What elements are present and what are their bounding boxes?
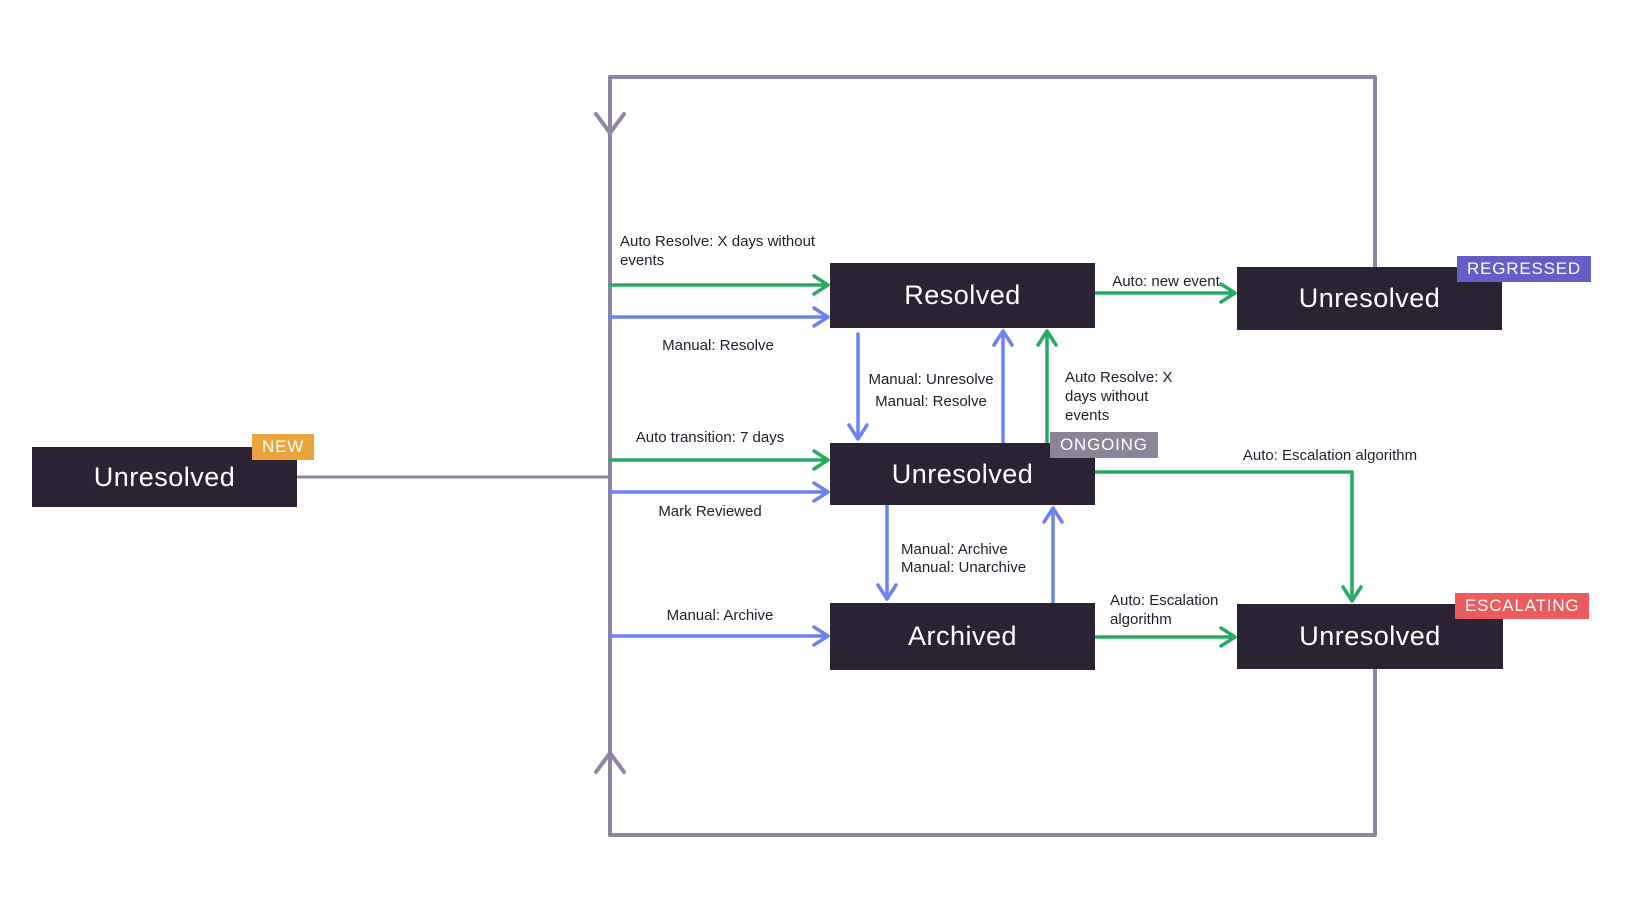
loop-down-chevron <box>594 112 626 135</box>
node-archived-label: Archived <box>907 621 1018 651</box>
node-unresolved-new-label: Unresolved <box>93 461 236 492</box>
badge-new: NEW <box>252 434 315 460</box>
label-auto-resolve-from-ongoing: Auto Resolve: X days without events <box>1065 369 1173 424</box>
label-manual-unresolve: Manual: Unresolve <box>868 371 994 388</box>
label-manual-resolve-to-resolved: Manual: Resolve <box>662 337 774 354</box>
badge-ongoing: ONGOING <box>1050 432 1158 458</box>
edge-auto-escalation-from-ongoing <box>1093 470 1363 603</box>
node-resolved: Resolved <box>830 263 1095 328</box>
badge-regressed: REGRESSED <box>1457 256 1591 282</box>
label-auto-transition: Auto transition: 7 days <box>635 429 785 446</box>
label-manual-unarchive: Manual: Unarchive <box>901 559 1027 576</box>
node-archived: Archived <box>830 603 1095 670</box>
node-unresolved-new: Unresolved <box>32 447 297 507</box>
node-unresolved-regressed-label: Unresolved <box>1298 283 1441 313</box>
label-manual-archive-mid: Manual: Archive <box>901 541 1008 558</box>
loop-line <box>608 75 1377 837</box>
label-mark-reviewed: Mark Reviewed <box>658 503 762 520</box>
label-manual-resolve-mid: Manual: Resolve <box>875 393 987 410</box>
label-auto-escalation-from-archived: Auto: Escalation algorithm <box>1110 592 1219 628</box>
label-auto-resolve-to-resolved: Auto Resolve: X days without events <box>620 233 816 269</box>
label-auto-escalation-from-ongoing: Auto: Escalation algorithm <box>1242 447 1418 464</box>
label-auto-new-event: Auto: new event <box>1112 273 1220 290</box>
loop-up-chevron <box>594 751 626 774</box>
badge-escalating: ESCALATING <box>1455 593 1590 619</box>
node-unresolved-ongoing-label: Unresolved <box>891 458 1034 489</box>
label-manual-archive-from-spine: Manual: Archive <box>666 607 774 624</box>
node-unresolved-escalating-label: Unresolved <box>1299 621 1441 651</box>
node-resolved-label: Resolved <box>904 280 1021 310</box>
